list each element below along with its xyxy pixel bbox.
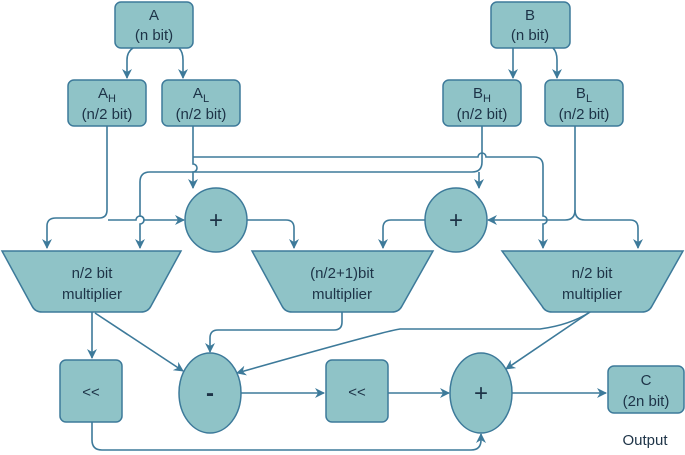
svg-text:<<: <<	[82, 384, 100, 401]
shift-left-2: <<	[325, 359, 389, 423]
adder-2: +	[424, 187, 488, 253]
svg-text:+: +	[209, 207, 223, 234]
svg-text:(n/2 bit): (n/2 bit)	[176, 106, 227, 123]
svg-text:+: +	[474, 380, 488, 407]
svg-text:B: B	[525, 7, 535, 24]
svg-text:<<: <<	[348, 384, 366, 401]
multiplier-1: n/2 bit multiplier	[0, 250, 183, 313]
input-bl: BL (n/2 bit)	[544, 79, 624, 127]
multiplier-2: (n/2+1)bit multiplier	[250, 250, 435, 313]
connectors	[42, 47, 643, 451]
svg-text:(n/2 bit): (n/2 bit)	[457, 106, 508, 123]
svg-text:n/2 bit: n/2 bit	[572, 265, 614, 282]
svg-text:+: +	[449, 207, 463, 234]
svg-text:C: C	[641, 372, 652, 389]
svg-text:BH: BH	[473, 85, 491, 105]
svg-text:BL: BL	[576, 85, 592, 105]
input-bh: BH (n/2 bit)	[442, 79, 522, 127]
svg-text:multiplier: multiplier	[62, 286, 122, 303]
input-ah: AH (n/2 bit)	[67, 79, 147, 127]
svg-text:multiplier: multiplier	[312, 286, 372, 303]
svg-text:AL: AL	[193, 85, 209, 105]
svg-text:(n bit): (n bit)	[135, 27, 173, 44]
svg-text:(n/2 bit): (n/2 bit)	[559, 106, 610, 123]
input-b: B (n bit)	[490, 1, 571, 49]
adder-1: +	[184, 187, 248, 253]
subtractor: -	[178, 352, 242, 434]
svg-text:(2n bit): (2n bit)	[623, 393, 670, 410]
adder-3: +	[449, 352, 513, 434]
svg-text:n/2 bit: n/2 bit	[72, 265, 114, 282]
svg-text:A: A	[149, 7, 159, 24]
svg-text:AH: AH	[98, 85, 116, 105]
svg-text:-: -	[206, 380, 214, 407]
output-c: C (2n bit)	[607, 365, 685, 414]
output-label: Output	[622, 432, 668, 449]
svg-text:(n/2 bit): (n/2 bit)	[82, 106, 133, 123]
multiplier-3: n/2 bit multiplier	[500, 250, 685, 313]
svg-text:multiplier: multiplier	[562, 286, 622, 303]
svg-text:(n/2+1)bit: (n/2+1)bit	[310, 265, 375, 282]
shift-left-1: <<	[59, 359, 123, 423]
svg-text:(n bit): (n bit)	[511, 27, 549, 44]
input-al: AL (n/2 bit)	[161, 79, 241, 127]
input-a: A (n bit)	[114, 1, 194, 49]
